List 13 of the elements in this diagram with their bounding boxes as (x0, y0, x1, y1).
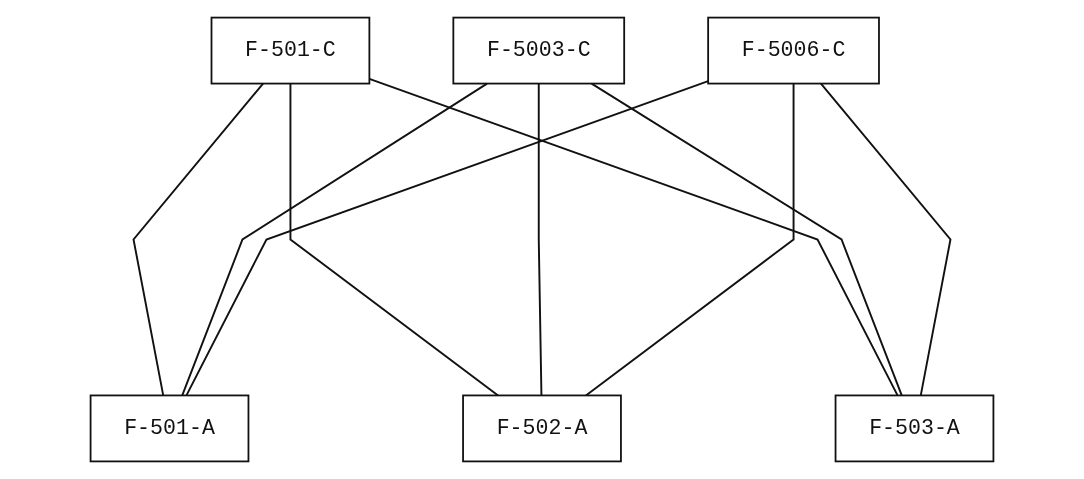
node-box: F-5003-C (452, 16, 626, 85)
connector (132, 82, 264, 397)
connector (584, 82, 795, 397)
connector (590, 82, 903, 397)
connector (289, 82, 500, 397)
connector (537, 82, 543, 397)
connector (820, 82, 952, 397)
node-box: F-501-C (210, 16, 371, 85)
node-box: F-5006-C (707, 16, 880, 85)
node-box: F-503-A (834, 394, 995, 463)
node-box: F-501-A (89, 394, 250, 463)
connector (181, 82, 488, 397)
node-box: F-502-A (462, 394, 622, 463)
